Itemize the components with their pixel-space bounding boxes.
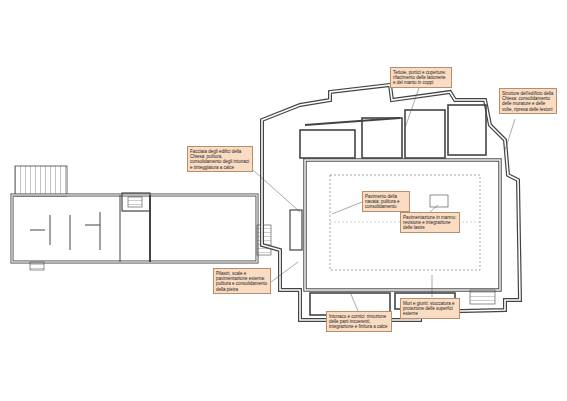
note-text: Tettoie, portici e coperture: rifaciment… xyxy=(393,70,449,86)
note-text: Facciata degli edifici della Chiesa: pul… xyxy=(190,149,250,170)
note-text: Intonaco e cornici: rimozione delle part… xyxy=(329,314,389,330)
note-text: Pilastri, scale e pavimentazione esterna… xyxy=(216,271,268,292)
note-callout: Tettoie, portici e coperture: rifaciment… xyxy=(390,67,452,88)
leader-lines xyxy=(253,85,515,311)
note-callout: Pilastri, scale e pavimentazione esterna… xyxy=(213,268,271,294)
church xyxy=(262,85,520,320)
left-wing xyxy=(12,166,271,270)
note-callout: Muri e giunti: stuccatura e protezione d… xyxy=(400,298,460,319)
note-callout: Strutture dell'edificio della Chiesa: co… xyxy=(499,88,557,114)
note-text: Strutture dell'edificio della Chiesa: co… xyxy=(502,91,554,112)
note-text: Pavimento della navata: pulitura e conso… xyxy=(365,194,407,210)
note-callout: Pavimento della navata: pulitura e conso… xyxy=(362,191,410,212)
note-callout: Intonaco e cornici: rimozione delle part… xyxy=(326,311,392,332)
stair-hatch xyxy=(15,166,67,196)
note-callout: Pavimentazione in marmo: revisione e int… xyxy=(400,212,460,233)
note-text: Pavimentazione in marmo: revisione e int… xyxy=(403,215,457,231)
note-callout: Facciata degli edifici della Chiesa: pul… xyxy=(187,146,253,172)
note-text: Muri e giunti: stuccatura e protezione d… xyxy=(403,301,457,317)
